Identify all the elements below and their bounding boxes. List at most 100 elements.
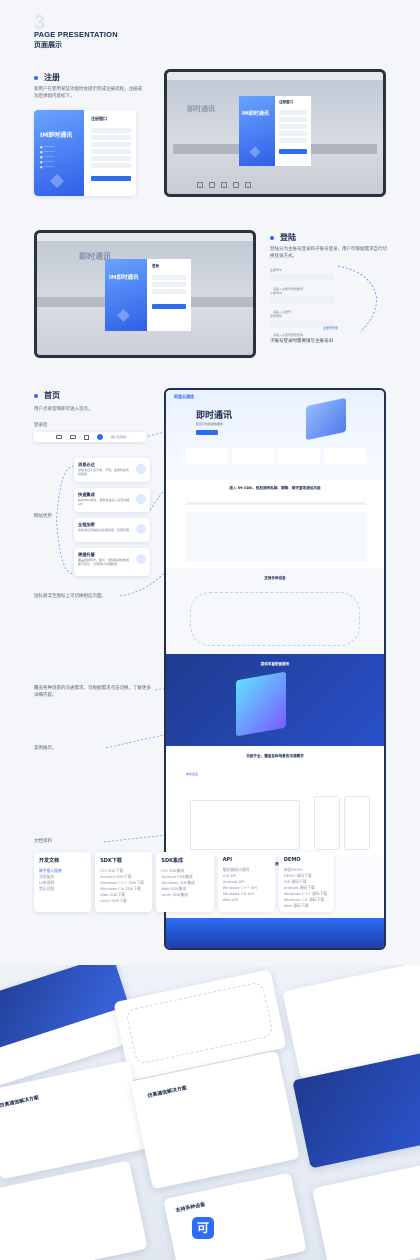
login-heading: 登陆 (270, 232, 296, 243)
register-form: 注册窗口 (86, 110, 136, 196)
form-field[interactable] (279, 124, 307, 129)
form-field[interactable] (279, 131, 307, 136)
register-modal-brand: IM即时通讯 (242, 111, 269, 117)
browser-bar (167, 72, 383, 80)
section-number: 3 (34, 12, 46, 34)
main-id-input[interactable]: 请输入主账号登录账号 (270, 274, 334, 291)
advantage-icon (136, 464, 146, 474)
scenario-note: 覆盖各种场景的沟通需求，可根据需求点击切换，了解更多详细内容。 (34, 686, 151, 698)
register-form-title: 注册窗口 (279, 100, 293, 104)
hero-illustration (306, 397, 346, 441)
home-heading: 首页 (34, 390, 60, 401)
login-screen-frame: 即时通讯 IM即时通讯 登录 (34, 230, 256, 358)
tab-bar[interactable] (186, 502, 366, 505)
register-form-title: 注册窗口 (91, 116, 107, 121)
docs-column: SDK下载 iOS SDK下载 Android SDK下载 Windows C+… (95, 852, 153, 912)
hero-title: 即时通讯 (196, 411, 233, 421)
bullet-icon (270, 235, 274, 240)
hero: 阿里云通信 即时通讯 稳定可靠的通信服务 (166, 390, 384, 480)
bullet-icon (34, 75, 38, 80)
form-field[interactable] (279, 138, 307, 143)
section-sdk: 接入 IM SDK，轻松拥有私聊、群聊、聊天室等通信功能 (166, 480, 384, 568)
case-phone (344, 796, 370, 850)
scenario-tab[interactable]: 电商直运 (186, 772, 199, 776)
cube-icon (49, 173, 65, 189)
login-modal-brand: IM即时通讯 (109, 275, 139, 281)
site-logo[interactable]: 阿里云通信 (174, 394, 194, 399)
login-form-title: 登录 (152, 264, 159, 268)
avatar[interactable] (97, 434, 103, 440)
form-field[interactable] (91, 156, 131, 161)
cube-icon (249, 146, 261, 158)
bg-heading: 即时通讯 (79, 252, 111, 261)
hero-cta-button[interactable] (196, 430, 218, 435)
sdk-content (186, 512, 366, 562)
cube-icon (117, 309, 130, 322)
page-title-zh: 页面展示 (34, 41, 62, 49)
collage-tile: 支持多种设备 (163, 1172, 307, 1260)
menu-icon[interactable] (84, 434, 89, 440)
login-form-detail: 主账号ID 请输入主账号登录账号 子账号ID 请输入子账号 登录密码 请输入子账… (270, 268, 334, 337)
advantages-label: 网站优势 (34, 514, 52, 519)
docs-column: 开发文档 新手接入指南 消息服务 UI库说明 常见问题 (34, 852, 92, 912)
advantage-card: 快速集成 提供Web组件，帮助快速接入实现功能API (74, 488, 150, 512)
register-desc: 新用户在使用某些功能时会提示完成注册流程，注册成功后弹窗内容如下。 (34, 87, 142, 99)
register-modal-brand: IM即时通讯 (40, 132, 73, 139)
sub-id-input[interactable]: 请输入子账号 (270, 297, 334, 314)
docs-column: SDK集成 iOS SDK集成 Android SDK集成 Windows SD… (156, 852, 214, 912)
user-name: 用户名称称... (111, 435, 129, 439)
hover-note: 鼠标悬浮至图标上可切换相应页面。 (34, 594, 106, 599)
advantage-card: 全程加密 通信消息传输协议全部加密，权限管理 (74, 518, 150, 542)
form-field[interactable] (279, 110, 307, 115)
login-modal-brand-panel: IM即时通讯 (105, 259, 147, 331)
password-input[interactable]: 请输入子账号登录密码 (270, 320, 334, 337)
chat-icon[interactable] (70, 435, 76, 439)
section-devices: 支持多种设备 (166, 568, 384, 654)
docs-column: DEMO 体验DEMO DEMO 源码下载 iOS 源码下载 Android 源… (278, 852, 334, 912)
form-field[interactable] (91, 128, 131, 133)
docs-note: 文档资料 (34, 839, 52, 844)
register-form: 注册窗口 (275, 96, 311, 166)
login-note: 子账号登录时需要填写主账号ID (270, 339, 334, 344)
showcase-collage: 仿真通信解决方案 仿真通信解决方案 支持多种设备 可 (0, 965, 420, 1260)
docs-columns: 开发文档 新手接入指南 消息服务 UI库说明 常见问题 SDK下载 iOS SD… (34, 852, 334, 912)
docs-column: API 服务端接口说明 iOS API Android API Windows … (217, 852, 275, 912)
section-services: 提供丰富配套服务 (166, 654, 384, 746)
login-desc: 登陆分为主账号登录和子账号登录，用户可根据需求自行切换登录方式。 (270, 247, 387, 259)
bullet-icon (34, 393, 38, 398)
section-scenarios: 功能齐全，覆盖各种场景的沟通需求 电商直运 (166, 746, 384, 856)
advantages-bracket (55, 465, 75, 575)
message-icon[interactable] (56, 435, 62, 439)
bg-heading: 即时通讯 (187, 105, 215, 113)
login-label: 登录后 (34, 423, 48, 428)
advantage-card: 便捷托管 覆盖各种场景，图片、视频等通信数据都可托管，方便用户管理数据 (74, 548, 150, 576)
form-field[interactable] (152, 289, 186, 294)
field-label-sub-id: 子账号ID (270, 291, 283, 295)
form-field[interactable] (91, 149, 131, 154)
logged-in-bar: 用户名称称... (34, 432, 146, 442)
login-form-small: 登录 (147, 259, 191, 331)
form-field[interactable] (279, 117, 307, 122)
register-submit-button[interactable] (91, 176, 131, 181)
case-note: 案例展示。 (34, 746, 57, 751)
login-submit-button[interactable] (152, 304, 186, 309)
form-field[interactable] (91, 142, 131, 147)
register-heading: 注册 (34, 72, 60, 83)
form-field[interactable] (152, 282, 186, 287)
page-title-en: PAGE PRESENTATION (34, 30, 118, 39)
form-field[interactable] (91, 135, 131, 140)
advantage-icon (136, 524, 146, 534)
feature-list: ● ──────● ──────● ──────● ──────● ────── (40, 145, 55, 169)
services-illustration (236, 671, 286, 737)
switch-login-link[interactable]: 主账号登录 (323, 326, 339, 330)
footer (166, 918, 384, 948)
advantage-card: 消息必达 通信消息不丢不重，不错，速通快捷支持通信 (74, 458, 150, 482)
case-screenshot (190, 800, 300, 850)
app-badge-icon: 可 (192, 1217, 214, 1239)
register-submit-button[interactable] (279, 149, 307, 154)
form-field[interactable] (91, 163, 131, 168)
register-screen-frame: 即时通讯 IM即时通讯 注册窗口 (164, 69, 386, 197)
form-field[interactable] (152, 275, 186, 280)
register-modal-small: IM即时通讯 ● ──────● ──────● ──────● ──────●… (34, 110, 136, 196)
